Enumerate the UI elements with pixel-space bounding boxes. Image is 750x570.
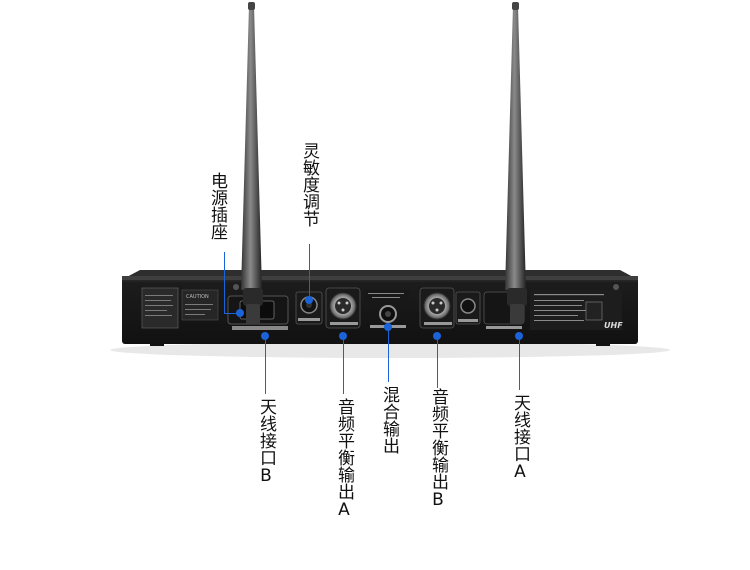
mix-out-dot <box>384 323 392 331</box>
balanced-out-b-label: 音频平衡输出B <box>428 388 448 510</box>
antenna-b-dot <box>261 332 269 340</box>
uhf-logo: UHF <box>604 321 623 330</box>
power-socket-label: 电源插座 <box>207 172 227 240</box>
mix-out-label: 混合输出 <box>379 386 399 454</box>
balanced-a-leader <box>343 336 344 394</box>
mix-out-leader <box>388 326 389 382</box>
balanced-b-leader <box>437 336 438 388</box>
balanced-a-dot <box>339 332 347 340</box>
caution-text: CAUTION <box>186 294 209 300</box>
antenna-a <box>505 2 527 324</box>
balanced-b-dot <box>433 332 441 340</box>
sensitivity-leader <box>309 244 310 300</box>
power-leader-h <box>224 313 240 314</box>
antenna-a-leader <box>519 336 520 390</box>
sensitivity-label: 灵敏度调节 <box>299 142 319 227</box>
antenna-a-dot <box>515 332 523 340</box>
sensitivity-dot <box>305 296 313 304</box>
power-leader <box>224 252 225 314</box>
antenna-b-leader <box>265 336 266 394</box>
power-dot <box>236 309 244 317</box>
antenna-b <box>241 2 263 324</box>
balanced-out-a-label: 音频平衡输出A <box>334 398 354 520</box>
antenna-a-label: 天线接口A <box>510 394 530 482</box>
antenna-b-label: 天线接口B <box>256 398 276 486</box>
